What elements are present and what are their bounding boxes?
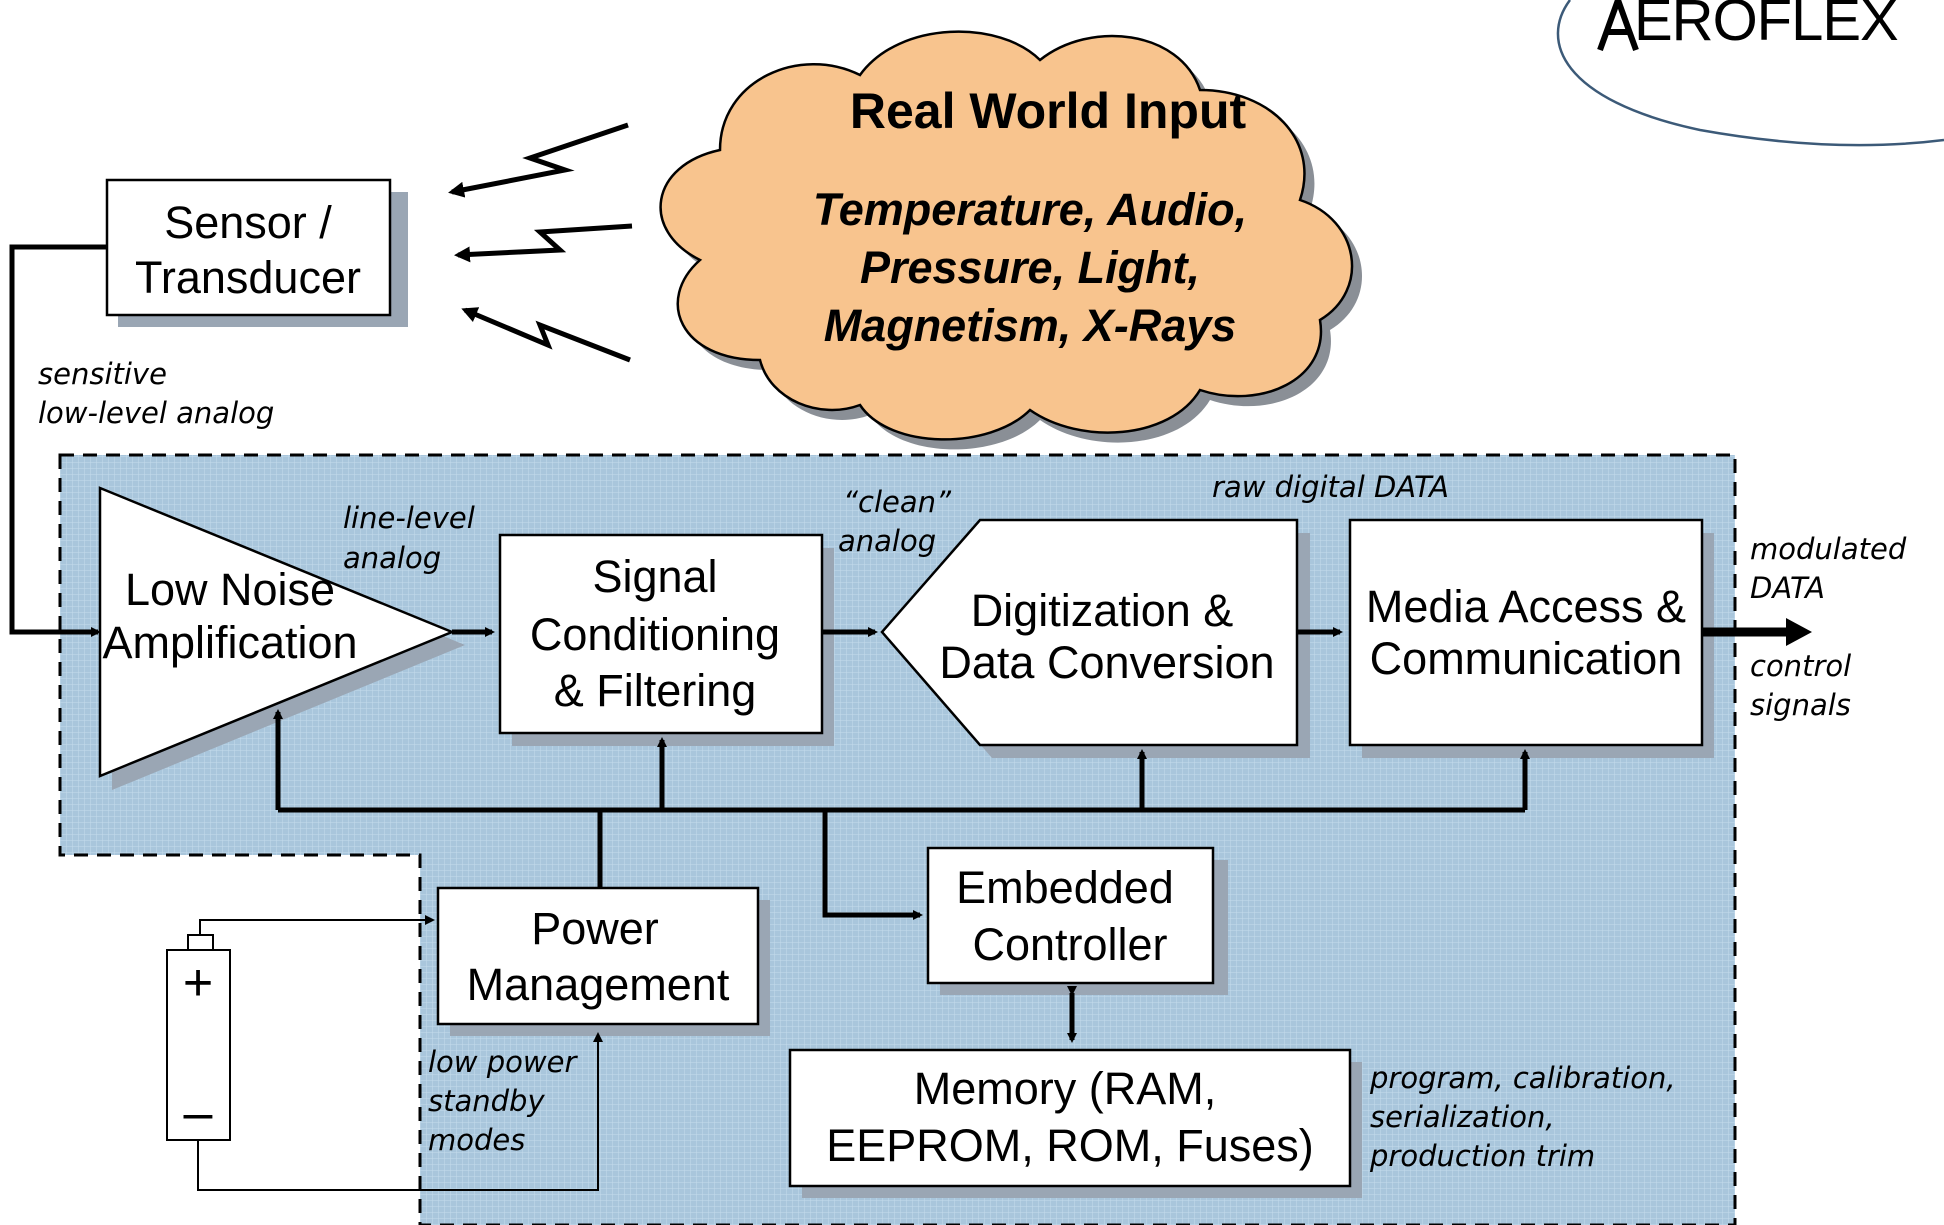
note-control-1: control [1750,649,1851,683]
battery-minus: – [184,1084,213,1142]
note-low-power-1: low power [428,1045,578,1079]
note-clean-1: “clean” [843,485,952,519]
note-low-power-3: modes [428,1123,525,1157]
cloud-line-1: Temperature, Audio, [813,184,1247,235]
note-line-level-2: analog [343,541,441,575]
digitization-block: Digitization & Data Conversion [880,518,1310,758]
note-modulated-1: modulated [1750,532,1907,566]
note-sensitive-1: sensitive [38,357,167,391]
power-label-2: Management [467,959,730,1010]
note-program-2: serialization, [1370,1100,1555,1134]
memory-label-2: EEPROM, ROM, Fuses) [826,1120,1314,1171]
note-modulated-2: DATA [1750,571,1825,605]
cloud-title: Real World Input [850,83,1247,139]
power-label-1: Power [531,903,659,954]
note-program-3: production trim [1369,1139,1595,1173]
note-program-1: program, calibration, [1369,1061,1676,1095]
memory-label-1: Memory (RAM, [914,1063,1217,1114]
signal-label-1: Signal [592,551,717,602]
signal-label-3: & Filtering [554,665,757,716]
digitization-label-2: Data Conversion [939,637,1274,688]
embedded-controller-block: Embedded Controller [926,846,1228,995]
logo-text: EROFLEX [1634,0,1898,53]
control-bus [273,709,1530,920]
sensor-label-2: Transducer [135,252,361,303]
battery-plus: + [183,954,213,1012]
media-label-1: Media Access & [1366,581,1686,632]
media-label-2: Communication [1370,633,1683,684]
output-arrowhead [1786,618,1812,646]
note-line-level-1: line-level [343,501,475,535]
low-noise-amplifier-block: Low Noise Amplification [98,486,465,790]
real-world-input-cloud: Real World Input Temperature, Audio, Pre… [659,30,1363,450]
aeroflex-logo-icon: EROFLEX [1556,0,1944,147]
media-access-block: Media Access & Communication [1348,518,1714,758]
power-management-block: Power Management [436,886,770,1036]
digitization-label-1: Digitization & [971,585,1234,636]
battery-icon: + – [166,915,603,1191]
signal-conditioning-block: Signal Conditioning & Filtering [498,533,834,746]
embedded-label-2: Controller [972,919,1167,970]
note-control-2: signals [1750,688,1851,722]
embedded-label-1: Embedded [956,862,1174,913]
memory-block: Memory (RAM, EEPROM, ROM, Fuses) [788,1048,1362,1198]
cloud-line-3: Magnetism, X-Rays [824,300,1237,351]
sensor-label-1: Sensor / [164,197,332,248]
lna-label-2: Amplification [102,617,357,668]
note-sensitive-2: low-level analog [38,396,274,430]
lightning-arrow-icon [448,122,633,363]
note-clean-2: analog [838,524,936,558]
lna-label-1: Low Noise [125,564,335,615]
note-low-power-2: standby [428,1084,545,1118]
sensor-output-wire [9,244,107,637]
cloud-line-2: Pressure, Light, [860,242,1200,293]
sensor-transducer-block: Sensor / Transducer [105,178,408,327]
signal-label-2: Conditioning [530,609,780,660]
note-raw-digital: raw digital DATA [1212,470,1449,504]
